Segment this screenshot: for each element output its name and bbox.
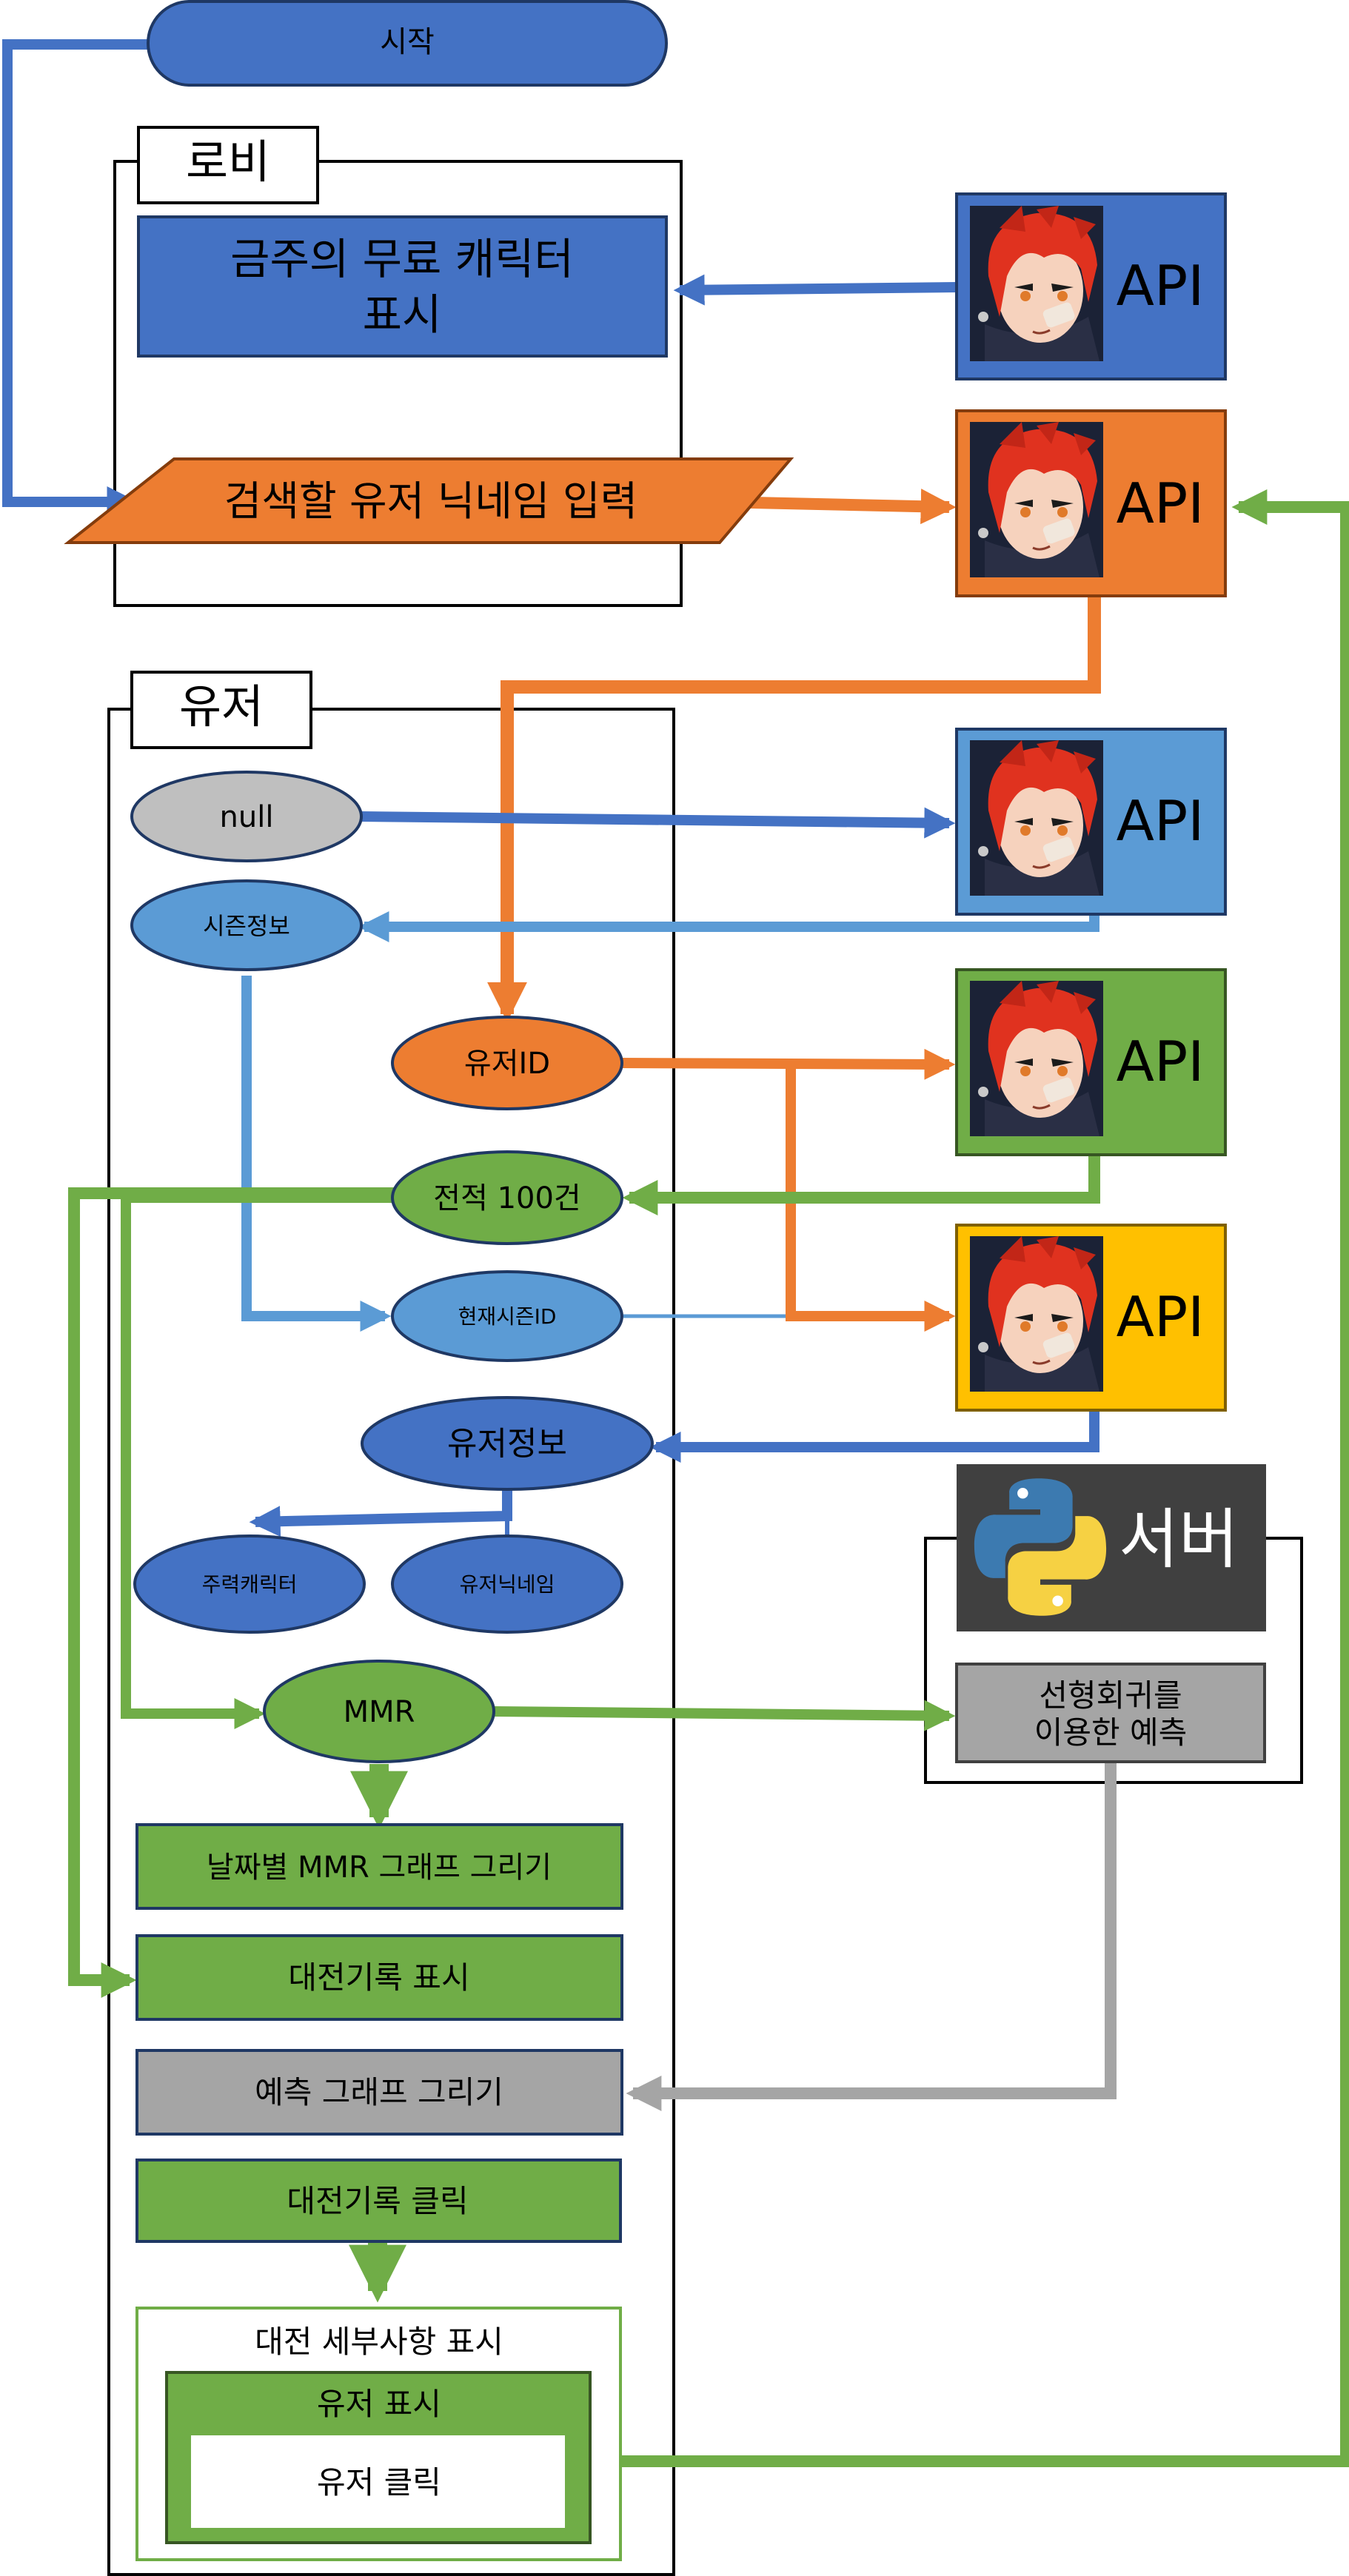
prediction-graph-box: 예측 그래프 그리기 — [135, 2049, 623, 2136]
user-click-box — [191, 2435, 565, 2528]
edge-mmr-to-server — [494, 1700, 956, 1731]
api-label-3: API — [1117, 788, 1205, 853]
edge-match100-to-mmr — [121, 1193, 396, 1729]
match-history-display-box: 대전기록 표시 — [135, 1934, 623, 2021]
edge-season-to-currentid — [241, 976, 392, 1332]
mmr-graph-box: 날짜별 MMR 그래프 그리기 — [135, 1823, 623, 1910]
user-info-node: 유저정보 — [361, 1396, 654, 1491]
edge-api4-to-match100 — [622, 1155, 1100, 1215]
match-100-label: 전적 100건 — [433, 1181, 580, 1215]
edge-null-to-api3 — [360, 807, 956, 839]
regression-line1: 선형회귀를 — [1039, 1677, 1182, 1714]
free-characters-line1: 금주의 무료 캐릭터 — [230, 234, 574, 284]
current-season-id-label: 현재시즌ID — [458, 1304, 557, 1329]
api-label-2: API — [1117, 471, 1205, 536]
match-detail-container: 대전 세부사항 표시 유저 표시 유저 클릭 — [135, 2307, 622, 2561]
free-characters-box: 금주의 무료 캐릭터 표시 — [137, 215, 668, 358]
lobby-title: 로비 — [186, 135, 270, 189]
edge-api5-to-userinfo — [649, 1410, 1099, 1463]
edge-api2-to-userid — [487, 596, 1101, 1022]
mmr-node: MMR — [263, 1660, 495, 1763]
user-nickname-label: 유저닉네임 — [460, 1572, 555, 1597]
edge-match100-to-history — [68, 1187, 396, 1998]
edge-start-to-search — [2, 39, 148, 517]
start-node: 시작 — [147, 0, 668, 87]
mmr-label: MMR — [344, 1695, 415, 1729]
edge-userid-to-api5 — [786, 1064, 956, 1332]
match-detail-title: 대전 세부사항 표시 — [255, 2324, 503, 2360]
main-character-node: 주력캐릭터 — [133, 1534, 366, 1634]
null-node: null — [130, 771, 363, 862]
edge-api3-to-season — [358, 911, 1099, 942]
user-section: 유저 — [107, 671, 675, 2576]
regression-box — [955, 1663, 1266, 1763]
start-label: 시작 — [380, 25, 435, 59]
search-nickname-input[interactable]: 검색할 유저 닉네임 입력 — [64, 457, 794, 544]
current-season-id-node: 현재시즌ID — [391, 1270, 623, 1362]
match-history-display-label: 대전기록 표시 — [288, 1959, 469, 1996]
edge-userclick-to-api2 — [591, 489, 1349, 2467]
user-section-title: 유저 — [179, 680, 264, 734]
match-history-click-box[interactable]: 대전기록 클릭 — [135, 2159, 622, 2243]
edge-search-to-api2 — [717, 489, 957, 525]
user-id-node: 유저ID — [391, 1016, 623, 1110]
season-info-label: 시즌정보 — [203, 912, 290, 940]
user-id-label: 유저ID — [464, 1047, 550, 1081]
match-history-click-label: 대전기록 클릭 — [287, 2183, 468, 2219]
null-label: null — [220, 800, 274, 834]
api-box-3: API — [955, 728, 1227, 916]
edge-userid-to-api4 — [621, 1048, 956, 1080]
api-avatar-icon — [970, 1236, 1103, 1392]
api-box-4: API — [955, 968, 1227, 1156]
user-click-label[interactable]: 유저 클릭 — [317, 2464, 441, 2500]
regression-line2: 이용한 예측 — [1034, 1714, 1188, 1751]
main-character-label: 주력캐릭터 — [202, 1572, 298, 1597]
server-section: 서버 선형회귀를 이용한 예측 — [924, 1464, 1303, 1784]
lobby-section: 로비 — [113, 126, 683, 607]
user-nickname-node: 유저닉네임 — [391, 1534, 623, 1634]
edge-api1-to-freechars — [673, 274, 957, 306]
match-100-node: 전적 100건 — [391, 1150, 623, 1245]
user-display-label: 유저 표시 — [317, 2386, 441, 2422]
api-label-4: API — [1117, 1029, 1205, 1094]
free-characters-line2: 표시 — [363, 289, 442, 340]
prediction-graph-label: 예측 그래프 그리기 — [255, 2074, 503, 2110]
mmr-graph-label: 날짜별 MMR 그래프 그리기 — [207, 1851, 552, 1885]
server-title: 서버 — [1119, 1501, 1239, 1577]
api-avatar-icon — [970, 981, 1103, 1136]
api-box-2: API — [955, 409, 1227, 597]
api-box-5: API — [955, 1224, 1227, 1412]
api-avatar-icon — [970, 206, 1103, 361]
api-avatar-icon — [970, 422, 1103, 577]
edge-server-to-prediction — [626, 1763, 1117, 2111]
season-info-node: 시즌정보 — [130, 879, 363, 971]
connectors — [2, 39, 1349, 2467]
api-label-5: API — [1117, 1284, 1205, 1349]
api-avatar-icon — [970, 740, 1103, 896]
user-info-label: 유저정보 — [447, 1425, 567, 1463]
api-box-1: API — [955, 192, 1227, 380]
api-label-1: API — [1117, 253, 1205, 318]
search-nickname-label: 검색할 유저 닉네임 입력 — [224, 477, 637, 525]
edge-userinfo-to-maincharacter — [249, 1489, 512, 1537]
